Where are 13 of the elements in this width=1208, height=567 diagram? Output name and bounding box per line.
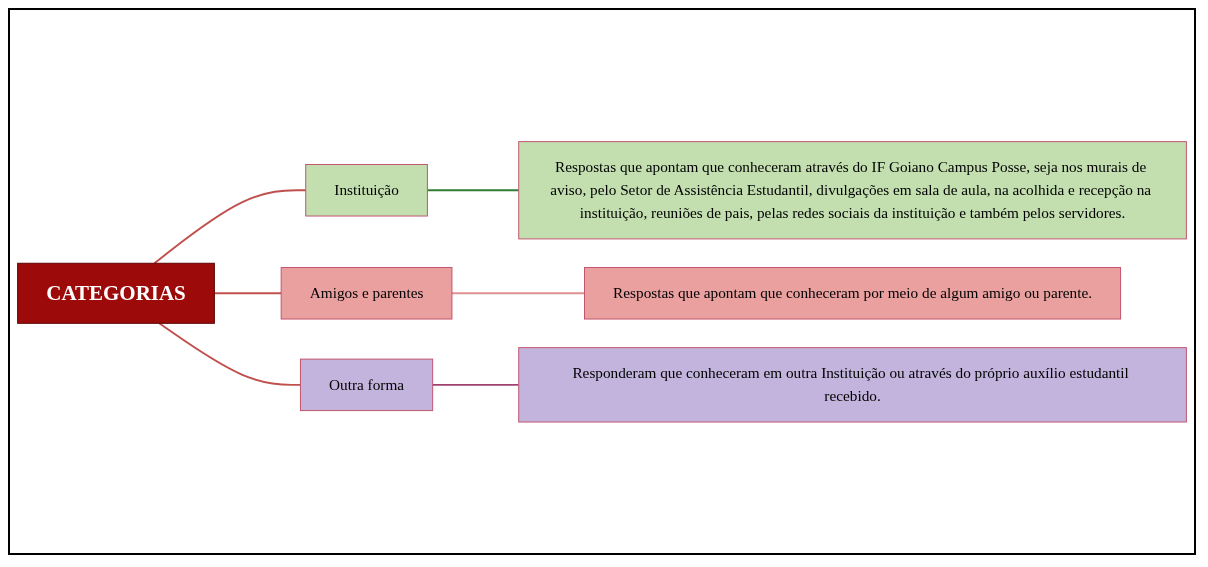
connector [451, 292, 586, 294]
connector [426, 188, 520, 191]
node-box: Responderam que conheceram em outra Instituição ou através do próprio auxílio estudantil recebido. [518, 346, 1187, 423]
connector [158, 322, 302, 386]
connector [431, 383, 520, 386]
connector [213, 292, 283, 294]
connector [153, 188, 307, 264]
node-box: CATEGORIAS [17, 262, 215, 324]
node-box: Respostas que apontam que conheceram por meio de algum amigo ou parente. [584, 266, 1122, 320]
node-box: Instituição [305, 163, 428, 217]
node-box: Respostas que apontam que conheceram através do IF Goiano Campus Posse, seja nos murais de aviso, pelo Setor de Assistência Estudantil, divulgações em sala de aula, na acolhida e recepção na instituição, reuniões de pais, pelas redes sociais da instituição e também pelos servidores. [518, 140, 1187, 240]
node-box: Outra forma [299, 358, 434, 411]
node-box: Amigos e parentes [280, 266, 453, 320]
